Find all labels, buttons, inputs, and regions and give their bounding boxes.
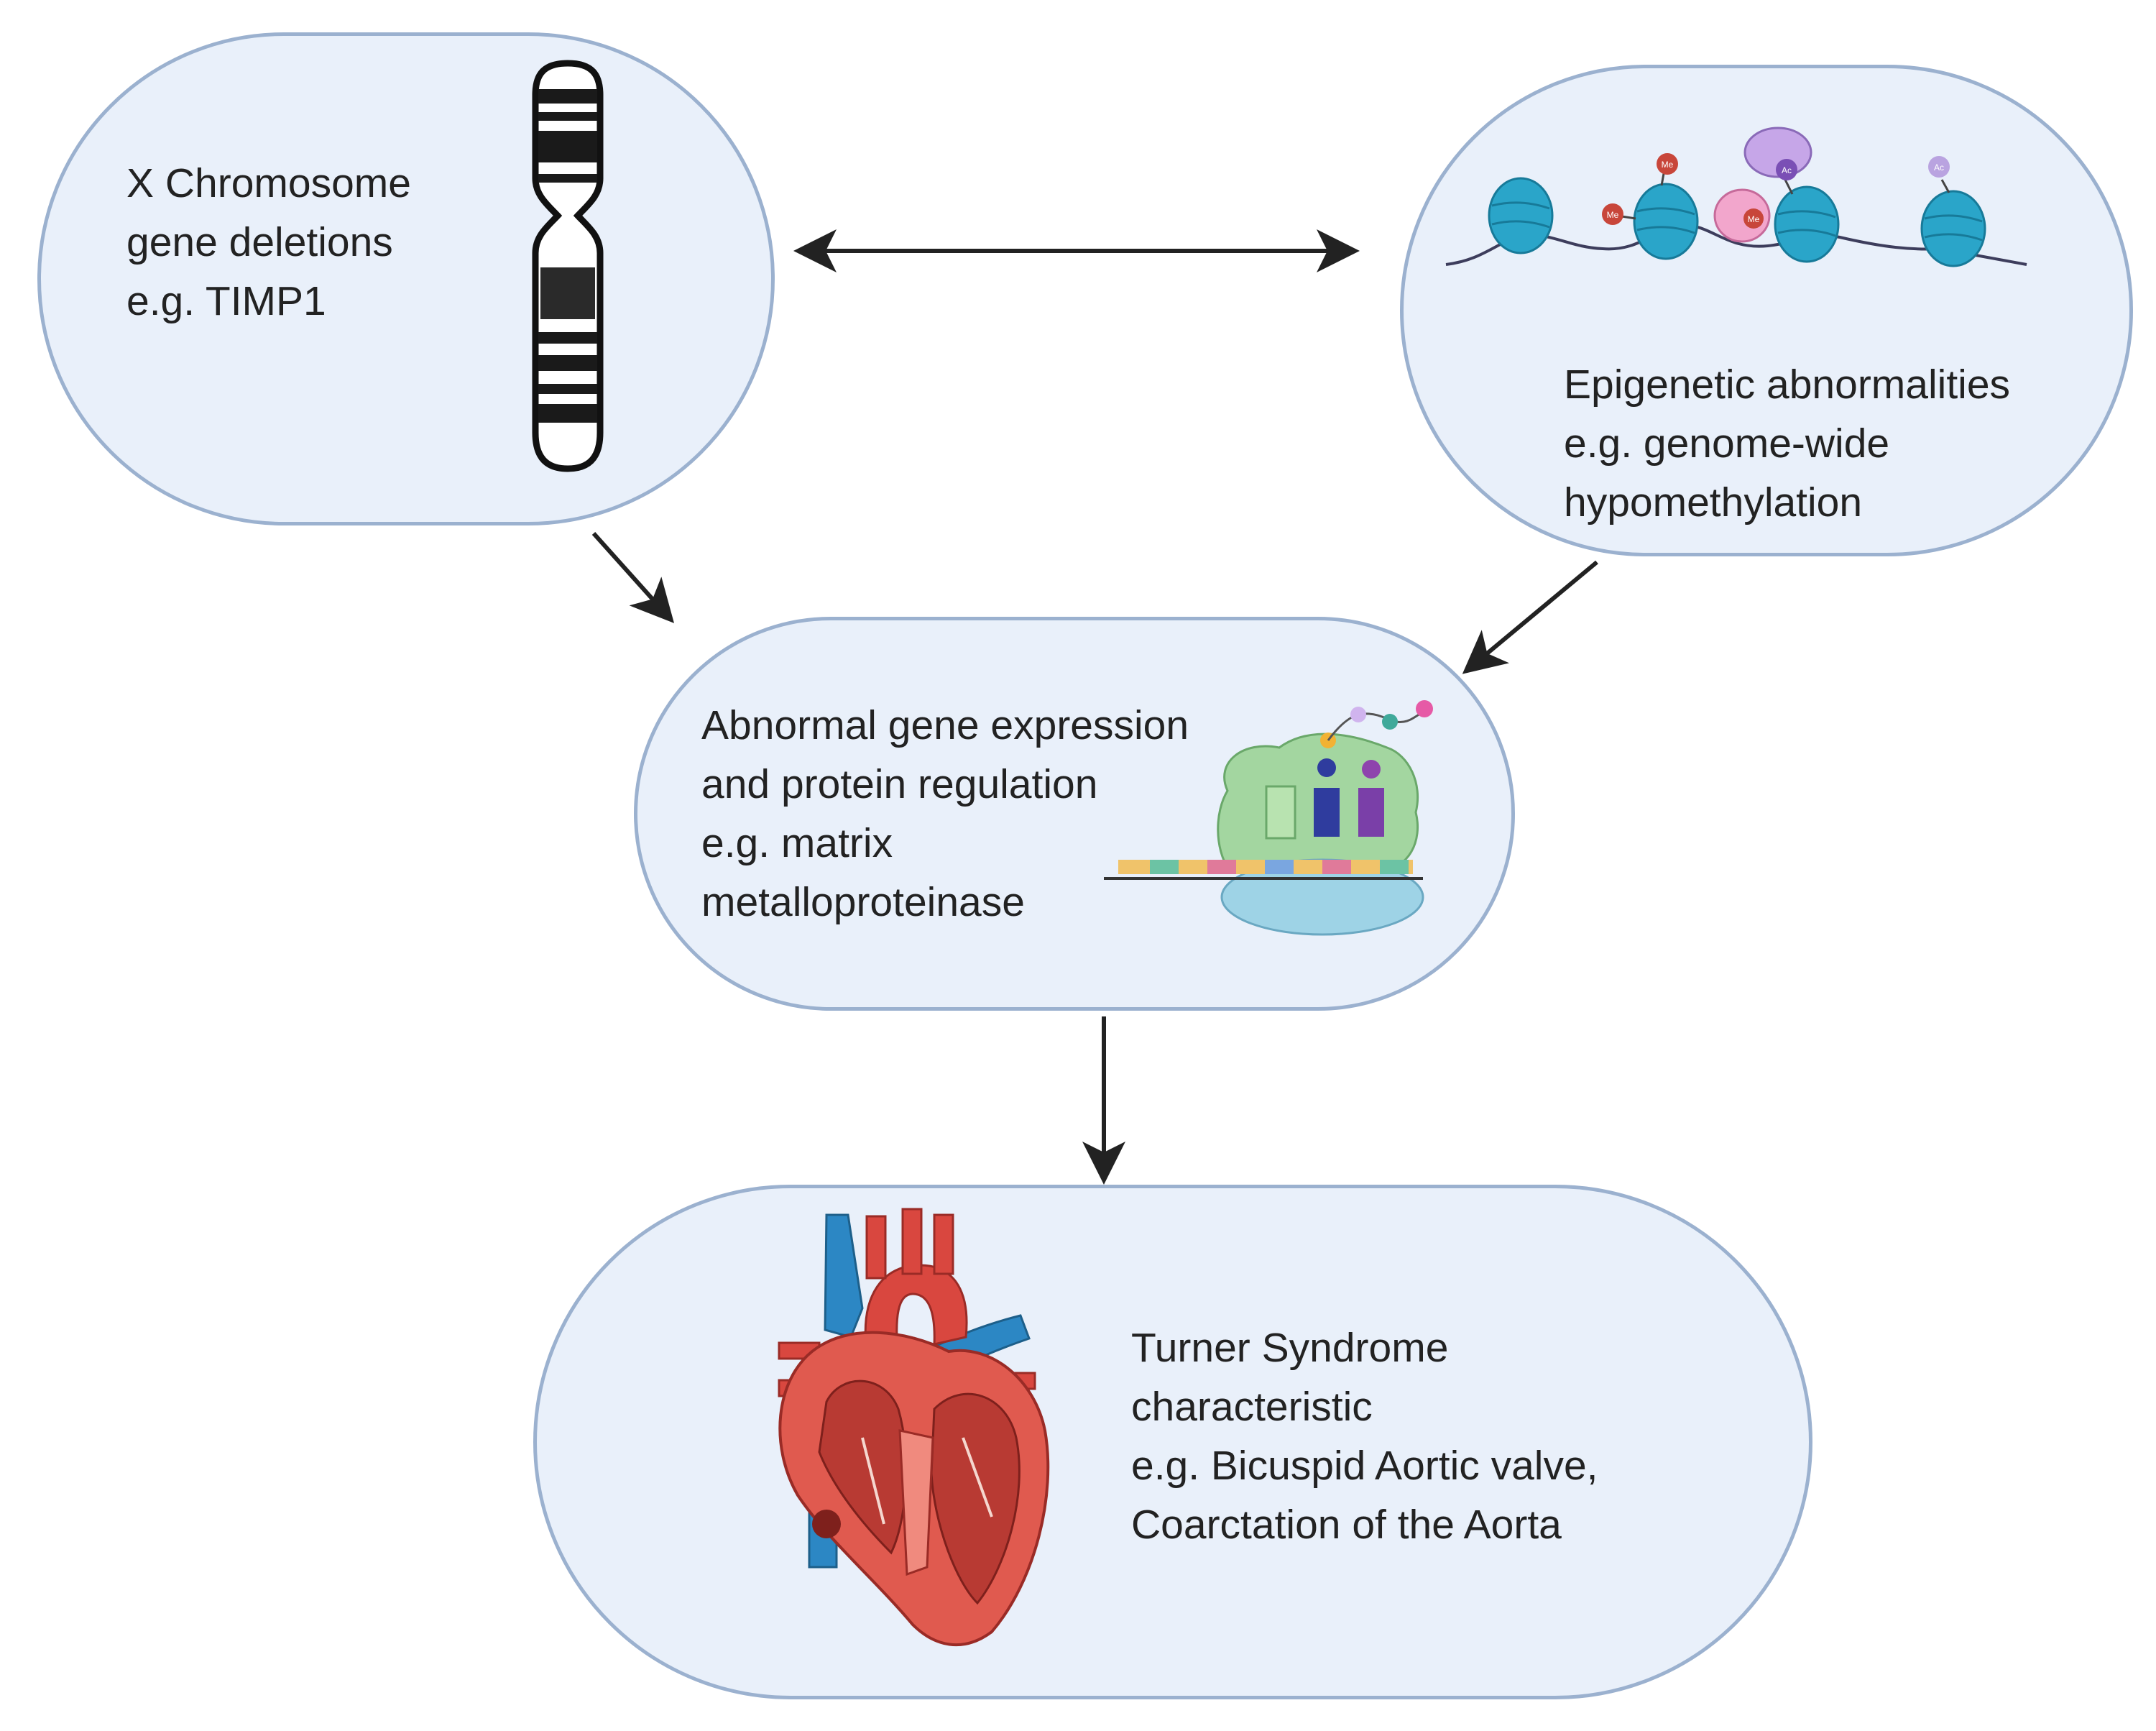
label-line: e.g. genome-wide [1564, 421, 1890, 467]
chromosome-icon [532, 60, 604, 472]
nucleosome [1633, 183, 1699, 260]
arrow-xchrom-to-expression [591, 531, 675, 623]
label-line: gene deletions [126, 219, 393, 265]
label-line: and protein regulation [701, 761, 1098, 807]
badge-label: Me [1607, 210, 1619, 220]
badge-label: Ac [1934, 162, 1944, 173]
nucleosome [1488, 177, 1554, 254]
badge-label: Ac [1782, 165, 1792, 175]
heart-icon [778, 1208, 1050, 1647]
nucleosome [1920, 190, 1986, 267]
badge-label: Me [1662, 160, 1674, 170]
label-line: hypomethylation [1564, 479, 1863, 525]
node-turner-label: Turner Syndrome characteristic e.g. Bicu… [1131, 1318, 1598, 1554]
methyl-mark: Me [1743, 208, 1764, 229]
node-epigenetic-label: Epigenetic abnormalities e.g. genome-wid… [1564, 355, 2010, 532]
node-x-chromosome [37, 32, 775, 525]
label-line: metalloproteinase [701, 879, 1025, 925]
nucleosome [1774, 185, 1840, 263]
label-line: e.g. Bicuspid Aortic valve, [1131, 1443, 1598, 1489]
label-line: e.g. matrix [701, 820, 893, 866]
acetyl-mark: Ac [1928, 156, 1950, 178]
label-line: Epigenetic abnormalities [1564, 362, 2011, 408]
label-line: characteristic [1131, 1384, 1373, 1430]
methyl-mark: Me [1657, 153, 1678, 175]
badge-label: Me [1748, 214, 1760, 224]
node-gene-expression-label: Abnormal gene expression and protein reg… [701, 696, 1189, 932]
node-turner [533, 1185, 1812, 1699]
nucleosome-icon: Me Me Ac Me Ac [1445, 127, 2027, 267]
label-line: Coarctation of the Aorta [1131, 1502, 1562, 1548]
acetyl-mark: Ac [1776, 159, 1797, 180]
ribosome-translation-icon [1104, 700, 1433, 936]
arrow-epigenetic-to-expression [1462, 560, 1598, 674]
label-line: Abnormal gene expression [701, 702, 1189, 748]
label-line: X Chromosome [126, 160, 411, 206]
node-x-chromosome-label: X Chromosome gene deletions e.g. TIMP1 [126, 154, 411, 331]
methyl-mark: Me [1602, 203, 1623, 225]
label-line: Turner Syndrome [1131, 1325, 1449, 1371]
eraser-enzyme [1713, 188, 1771, 243]
label-line: e.g. TIMP1 [126, 278, 326, 324]
